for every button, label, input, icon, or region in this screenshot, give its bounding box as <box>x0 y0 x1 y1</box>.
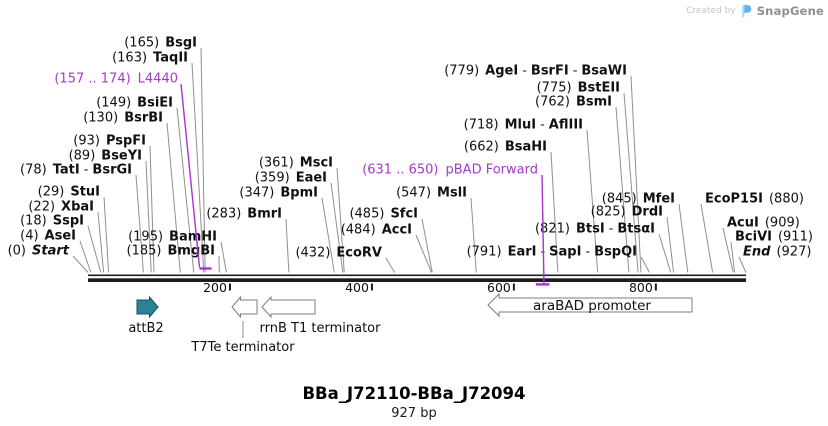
ruler-tick-label-400: 400 <box>345 280 369 295</box>
feature-arrow-t7te-terminator[interactable] <box>231 295 258 319</box>
pointer-line-taqii <box>191 62 205 273</box>
primer-line-l4440 <box>180 83 201 268</box>
construct-title: BBa_J72110-BBa_J72094 <box>302 384 526 403</box>
pointer-line-agei-bsrfi-bsawi <box>630 75 642 273</box>
ruler-tick-label-600: 600 <box>487 280 511 295</box>
credit-text: Created by <box>686 6 736 16</box>
enzyme-label-taqii[interactable]: (163)TaqII <box>112 51 188 66</box>
pointer-line-end <box>738 256 747 273</box>
enzyme-label-drdi[interactable]: (825)DrdI <box>591 205 663 220</box>
title-block: BBa_J72110-BBa_J72094 927 bp <box>0 384 828 421</box>
pointer-line-bpmi <box>321 197 335 273</box>
pointer-line-xbai <box>97 211 105 273</box>
enzyme-label-bcivi[interactable]: BciVI(911) <box>735 230 813 245</box>
enzyme-label-bsgi[interactable]: (165)BsgI <box>124 36 197 51</box>
enzyme-label-tati-bsrgi[interactable]: (78)TatI-BsrGI <box>20 163 132 178</box>
enzyme-label-bpmi[interactable]: (347)BpmI <box>239 186 318 201</box>
primer-label-pbad-forward[interactable]: (631 .. 650)pBAD Forward <box>362 163 538 178</box>
pointer-line-mlui-afliii <box>586 129 599 273</box>
pointer-line-msli <box>470 197 477 273</box>
enzyme-label-sspi[interactable]: (18)SspI <box>20 214 84 229</box>
pointer-line-start <box>72 255 89 273</box>
pointer-line-bcivi <box>730 241 736 273</box>
pointer-line-msci <box>336 167 345 273</box>
pointer-line-bsrbi <box>166 122 181 273</box>
enzyme-label-bsrbi[interactable]: (130)BsrBI <box>83 111 163 126</box>
primer-bar-l4440[interactable] <box>199 267 212 270</box>
enzyme-label-ecorv[interactable]: (432)EcoRV <box>295 246 382 261</box>
pointer-line-bsgi <box>200 47 206 273</box>
pointer-line-ecop15i <box>700 203 714 273</box>
enzyme-label-mfei[interactable]: (845)MfeI <box>602 192 675 207</box>
pointer-line-bsahi <box>550 151 559 273</box>
pointer-line-bseyi <box>145 160 152 273</box>
enzyme-label-bsteii[interactable]: (775)BstEII <box>537 81 620 96</box>
enzyme-label-eaei[interactable]: (359)EaeI <box>255 171 327 186</box>
primer-bar-pbad-forward[interactable] <box>535 283 550 286</box>
pointer-line-btsi-bts-i <box>658 233 672 273</box>
pointer-line-mfei <box>678 203 689 273</box>
pointer-line-bsiei <box>176 107 195 273</box>
backbone-bottom-line <box>88 278 746 282</box>
enzyme-label-eari-sapi-bspqi[interactable]: (791)EarI-SapI-BspQI <box>467 245 637 260</box>
enzyme-label-asei[interactable]: (4)AseI <box>20 229 76 244</box>
enzyme-label-stui[interactable]: (29)StuI <box>38 185 100 200</box>
enzyme-label-start[interactable]: (0)Start <box>8 244 70 259</box>
pointer-line-eari-sapi-bspqi <box>640 256 650 273</box>
enzyme-label-bsiei[interactable]: (149)BsiEI <box>96 96 173 111</box>
feature-label-arabad-promoter[interactable]: araBAD promoter <box>533 298 651 314</box>
credit-brand: SnapGene <box>756 4 824 18</box>
enzyme-label-msci[interactable]: (361)MscI <box>259 156 333 171</box>
pointer-line-bsteii <box>623 92 639 273</box>
enzyme-label-sfci[interactable]: (485)SfcI <box>349 207 418 222</box>
snapgene-credit: Created by SnapGene <box>686 4 824 18</box>
enzyme-label-xbai[interactable]: (22)XbaI <box>28 200 94 215</box>
pointer-line-bmri <box>285 218 290 273</box>
enzyme-label-bsahi[interactable]: (662)BsaHI <box>464 140 547 155</box>
primer-line-pbad-forward <box>541 174 545 286</box>
pointer-line-acui <box>722 227 734 273</box>
enzyme-label-bmgbi[interactable]: (185)BmgBI <box>127 244 215 259</box>
pointer-line-ecorv <box>385 257 396 273</box>
enzyme-label-bsmi[interactable]: (762)BsmI <box>535 95 612 110</box>
pointer-line-bamhi <box>220 241 227 273</box>
feature-arrow-rrnb-t1-terminator[interactable] <box>261 295 316 319</box>
ruler-tick-label-200: 200 <box>203 280 227 295</box>
feature-label-rrnb-t1-terminator[interactable]: rrnB T1 terminator <box>260 321 382 336</box>
enzyme-label-end[interactable]: End(927) <box>743 245 811 260</box>
enzyme-label-acci[interactable]: (484)AccI <box>341 223 412 238</box>
pointer-line-acci <box>415 234 433 273</box>
construct-length: 927 bp <box>391 406 437 421</box>
pointer-line-stui <box>103 196 110 273</box>
enzyme-label-acui[interactable]: AcuI(909) <box>727 216 800 231</box>
feature-label-t7te-terminator[interactable]: T7Te terminator <box>190 340 295 355</box>
snapgene-logo-icon <box>741 4 752 18</box>
feature-arrow-arabad-promoter[interactable] <box>487 292 693 318</box>
enzyme-label-ecop15i[interactable]: EcoP15I(880) <box>705 192 804 207</box>
enzyme-label-bamhi[interactable]: (195)BamHI <box>128 230 217 245</box>
enzyme-label-agei-bsrfi-bsawi[interactable]: (779)AgeI-BsrFI-BsaWI <box>444 64 627 79</box>
enzyme-label-msli[interactable]: (547)MslI <box>396 186 467 201</box>
backbone-top-line <box>88 274 746 277</box>
enzyme-label-mlui-afliii[interactable]: (718)MluI-AflIII <box>464 118 583 133</box>
feature-label-attb2[interactable]: attB2 <box>128 321 163 336</box>
pointer-line-bsmi <box>615 106 630 273</box>
pointer-line-tati-bsrgi <box>135 174 144 273</box>
enzyme-label-bseyi[interactable]: (89)BseYI <box>69 149 142 164</box>
pointer-line-asei <box>79 240 92 273</box>
enzyme-label-pspfi[interactable]: (93)PspFI <box>73 134 146 149</box>
pointer-line-pspfi <box>149 145 155 273</box>
primer-label-l4440[interactable]: (157 .. 174)L4440 <box>54 72 178 87</box>
pointer-line-sspi <box>87 225 102 273</box>
feature-arrow-attb2[interactable] <box>136 295 159 319</box>
ruler-tick-label-800: 800 <box>629 280 653 295</box>
enzyme-label-bmri[interactable]: (283)BmrI <box>206 207 282 222</box>
pointer-line-drdi <box>666 216 675 273</box>
pointer-line-eaei <box>330 182 344 273</box>
pointer-line-sfci <box>421 218 433 273</box>
enzyme-label-btsi-bts-i[interactable]: (821)BtsI-BtsαI <box>535 222 655 237</box>
